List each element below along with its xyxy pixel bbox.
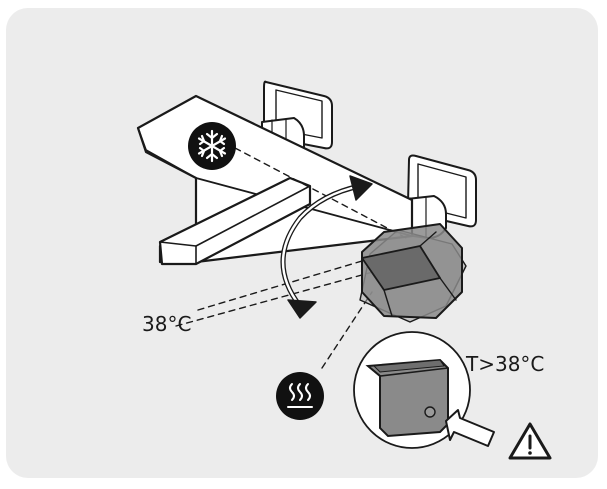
cold-guide-line (234, 147, 411, 241)
threshold-label: T>38°C (466, 352, 545, 376)
safety-button-detail (353, 331, 471, 449)
hot-guide-line (321, 291, 373, 369)
snowflake-icon (188, 122, 236, 170)
temperature-guide-line (175, 269, 381, 327)
rotation-arrow (280, 175, 373, 319)
heat-waves-icon (276, 372, 324, 420)
safety-stop-button (424, 406, 436, 418)
right-wall-plate (407, 154, 477, 228)
thermostatic-handle (359, 223, 467, 323)
temperature-label: 38°C (142, 312, 192, 336)
warning-triangle-icon (508, 422, 552, 460)
rotation-arrowhead-up (349, 175, 373, 201)
rotation-arrowhead-down (287, 299, 317, 319)
push-arrow-icon (445, 409, 495, 447)
spout (158, 176, 312, 266)
